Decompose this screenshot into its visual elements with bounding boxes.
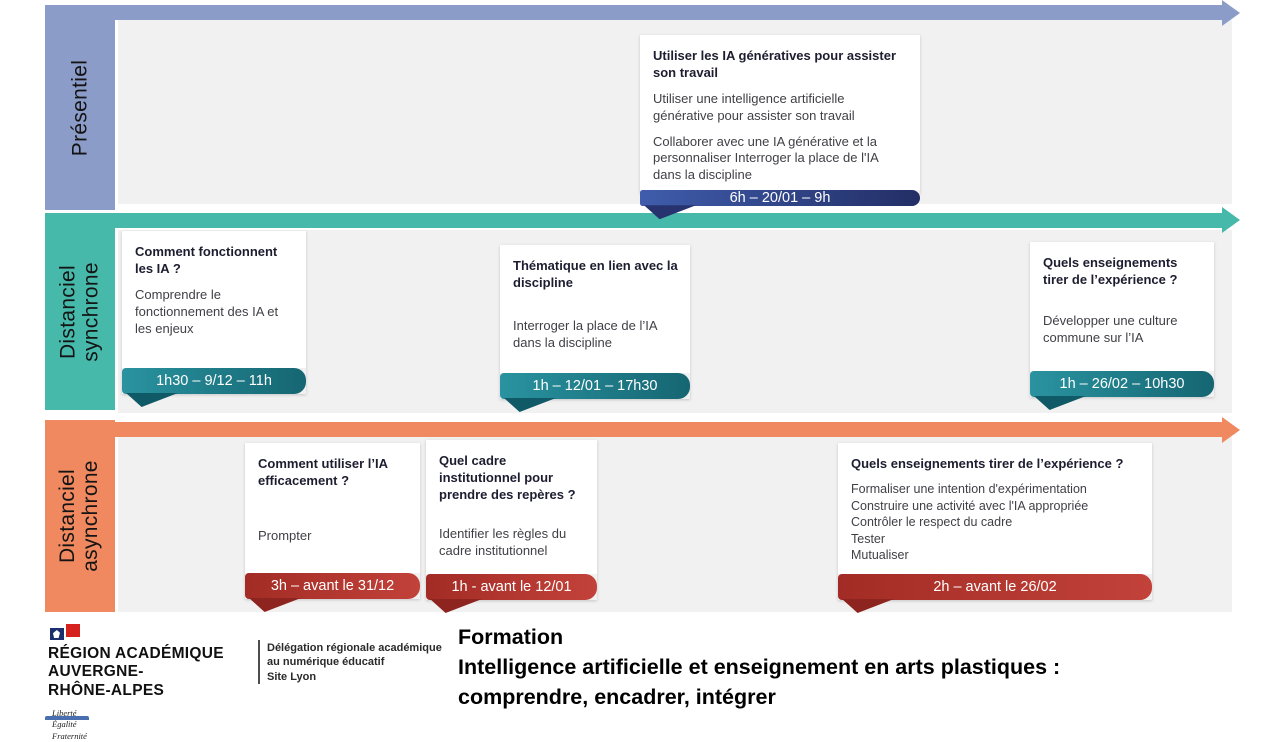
lane-label-line: Présentiel bbox=[67, 59, 91, 156]
footer-divider bbox=[258, 640, 260, 684]
card-text: Construire une activité avec l'IA approp… bbox=[851, 498, 1089, 513]
session-card-synchrone-1: Comment fonctionnent les IA ? Comprendre… bbox=[122, 231, 306, 407]
card-text: Formaliser une intention d'expérimentati… bbox=[851, 481, 1087, 496]
card-title: Quel cadre institutionnel pour prendre d… bbox=[439, 453, 576, 502]
card-text: Développer une culture commune sur l’IA bbox=[1043, 312, 1178, 345]
lane-label-line: Distanciel bbox=[56, 468, 80, 564]
card-title: Comment fonctionnent les IA ? bbox=[135, 244, 278, 276]
lane-label-text: Présentiel bbox=[45, 5, 115, 210]
region-line: RÉGION ACADÉMIQUE bbox=[48, 645, 224, 662]
card-text: Tester bbox=[851, 531, 886, 546]
duration-banner: 3h – avant le 31/12 bbox=[245, 573, 420, 612]
card-text: Utiliser une intelligence artificielle g… bbox=[653, 90, 855, 123]
card-content: Quels enseignements tirer de l’expérienc… bbox=[838, 443, 1152, 574]
timeline-arrow-synchrone bbox=[45, 213, 1222, 228]
slide-title-line: Intelligence artificielle et enseignemen… bbox=[458, 655, 1061, 680]
card-text: Collaborer avec une IA générative et la … bbox=[653, 133, 879, 183]
bottom-edge-fragment bbox=[45, 716, 89, 720]
motto: Liberté Égalité Fraternité bbox=[52, 708, 224, 742]
motto-line: Égalité bbox=[52, 719, 77, 730]
card-text: Interroger la place de l’IA dans la disc… bbox=[513, 317, 657, 350]
footer-logo-block: RÉGION ACADÉMIQUE AUVERGNE- RHÔNE-ALPES … bbox=[48, 624, 224, 742]
flag-red-panel bbox=[66, 624, 80, 637]
card-content: Comment utiliser l’IA efficacement ? Pro… bbox=[245, 443, 420, 573]
region-line: RHÔNE-ALPES bbox=[48, 681, 165, 699]
timeline-arrow-asynchrone bbox=[45, 422, 1222, 437]
card-title: Thématique en lien avec la discipline bbox=[513, 258, 678, 290]
lane-label-line: synchrone bbox=[79, 261, 102, 362]
banner-label: 1h30 – 9/12 – 11h bbox=[156, 373, 272, 389]
delegation-line: Délégation régionale académique bbox=[267, 642, 442, 654]
card-title: Quels enseignements tirer de l’expérienc… bbox=[851, 456, 1124, 471]
session-card-presentiel: Utiliser les IA génératives pour assiste… bbox=[640, 35, 920, 220]
card-text: Prompter bbox=[258, 527, 312, 543]
card-text: Contrôler le respect du cadre bbox=[851, 515, 1013, 530]
arrow-head-icon bbox=[1222, 0, 1240, 26]
card-title: Quels enseignements tirer de l’expérienc… bbox=[1043, 255, 1178, 287]
duration-banner: 1h30 – 9/12 – 11h bbox=[122, 368, 306, 407]
duration-banner: 1h - avant le 12/01 bbox=[426, 574, 597, 613]
region-line: AUVERGNE- bbox=[48, 663, 144, 681]
lane-label-line: asynchrone bbox=[79, 460, 102, 572]
motto-line: Fraternité bbox=[52, 730, 87, 741]
banner-label: 1h – 12/01 – 17h30 bbox=[532, 378, 658, 394]
lane-label-distanciel-synchrone: Distanciel synchrone bbox=[45, 213, 115, 410]
delegation-line: au numérique éducatif bbox=[267, 656, 385, 669]
slide-title-line: comprendre, encadrer, intégrer bbox=[458, 685, 776, 710]
duration-banner: 1h – 26/02 – 10h30 bbox=[1030, 371, 1214, 410]
session-card-synchrone-3: Quels enseignements tirer de l’expérienc… bbox=[1030, 242, 1214, 410]
banner-label: 6h – 20/01 – 9h bbox=[729, 190, 831, 207]
card-content: Quel cadre institutionnel pour prendre d… bbox=[426, 440, 597, 574]
motto-line: Liberté bbox=[52, 707, 77, 718]
region-academique-name: RÉGION ACADÉMIQUE AUVERGNE- RHÔNE-ALPES bbox=[48, 645, 224, 700]
duration-banner: 1h – 12/01 – 17h30 bbox=[500, 373, 690, 412]
session-card-asynchrone-2: Quel cadre institutionnel pour prendre d… bbox=[426, 440, 597, 613]
arrow-head-icon bbox=[1222, 207, 1240, 233]
lane-label-line: Distanciel bbox=[56, 264, 80, 359]
card-text: Comprendre le fonctionnement des IA et l… bbox=[135, 286, 279, 336]
session-card-asynchrone-3: Quels enseignements tirer de l’expérienc… bbox=[838, 443, 1152, 613]
card-content: Comment fonctionnent les IA ? Comprendre… bbox=[122, 231, 306, 368]
card-content: Utiliser les IA génératives pour assiste… bbox=[640, 35, 920, 191]
card-title: Comment utiliser l’IA efficacement ? bbox=[258, 456, 388, 488]
french-flag-icon bbox=[50, 624, 84, 641]
card-content: Quels enseignements tirer de l’expérienc… bbox=[1030, 242, 1214, 371]
lane-label-presentiel: Présentiel bbox=[45, 5, 115, 210]
arrow-head-icon bbox=[1222, 417, 1240, 443]
banner-label: 3h – avant le 31/12 bbox=[270, 578, 395, 594]
timeline-arrow-presentiel bbox=[45, 5, 1222, 20]
lane-label-distanciel-asynchrone: Distanciel asynchrone bbox=[45, 420, 115, 612]
duration-banner: 2h – avant le 26/02 bbox=[838, 574, 1152, 613]
slide-title: Formation Intelligence artificielle et e… bbox=[458, 622, 1060, 712]
flag-blue-panel bbox=[50, 628, 64, 640]
banner-label: 1h – 26/02 – 10h30 bbox=[1059, 376, 1185, 392]
slide-title-line: Formation bbox=[458, 625, 564, 649]
duration-banner: 6h – 20/01 – 9h bbox=[640, 190, 920, 220]
delegation-line: Site Lyon bbox=[267, 670, 317, 683]
card-title: Utiliser les IA génératives pour assiste… bbox=[653, 48, 897, 80]
card-text: Identifier les règles du cadre instituti… bbox=[439, 525, 567, 558]
card-text: Mutualiser bbox=[851, 548, 909, 563]
banner-label: 2h – avant le 26/02 bbox=[933, 579, 1057, 595]
lane-label-text: Distanciel asynchrone bbox=[45, 420, 115, 612]
session-card-asynchrone-1: Comment utiliser l’IA efficacement ? Pro… bbox=[245, 443, 420, 612]
session-card-synchrone-2: Thématique en lien avec la discipline In… bbox=[500, 245, 690, 412]
lane-label-text: Distanciel synchrone bbox=[45, 213, 115, 410]
delegation-block: Délégation régionale académique au numér… bbox=[267, 641, 442, 684]
banner-label: 1h - avant le 12/01 bbox=[451, 579, 572, 595]
card-content: Thématique en lien avec la discipline In… bbox=[500, 245, 690, 373]
